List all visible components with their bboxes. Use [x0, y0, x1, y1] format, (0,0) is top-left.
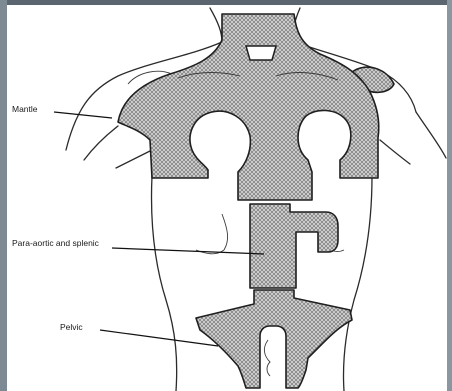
mantle-field [118, 14, 379, 200]
pelvic-label: Pelvic [60, 322, 83, 332]
pelvic-leader [100, 330, 218, 346]
para-aortic-leader [112, 248, 264, 254]
left-arm-line [84, 126, 118, 160]
left-rib-curve [196, 214, 228, 254]
mantle-leader [54, 112, 112, 118]
left-armpit-line [116, 150, 152, 168]
right-arm-line [416, 112, 446, 158]
neck-left-line [210, 8, 222, 42]
genital-sketch [264, 340, 270, 376]
pelvic-field [196, 290, 352, 388]
right-torso-line [343, 176, 372, 391]
right-armpit-line [380, 140, 410, 164]
para-aortic-splenic-field [250, 204, 338, 288]
left-torso-line [152, 176, 177, 391]
para-aortic-label: Para-aortic and splenic [12, 238, 100, 248]
larynx-block [246, 46, 276, 60]
mantle-label: Mantle [12, 104, 38, 114]
